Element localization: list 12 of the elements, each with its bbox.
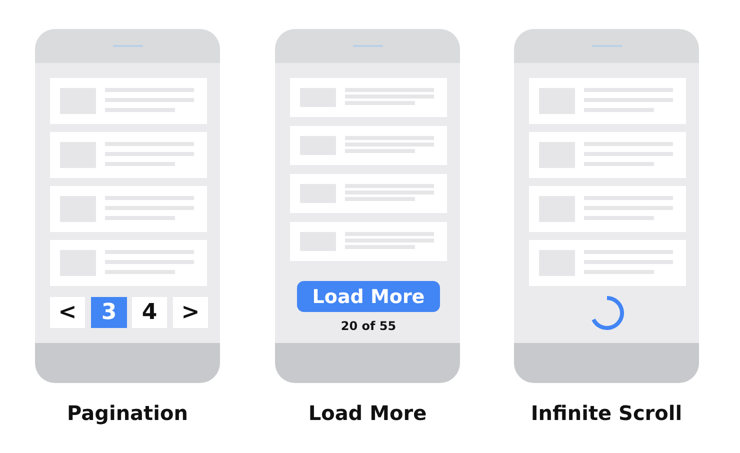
page-button: 4 xyxy=(132,297,167,328)
page-button: > xyxy=(173,297,208,328)
phone-mockup xyxy=(35,29,220,383)
phone-label: Load More xyxy=(307,401,428,425)
phone-mockup xyxy=(514,29,699,383)
current-page-button: 3 xyxy=(91,297,127,328)
phone-label: Infinite Scroll xyxy=(530,401,684,425)
phone-label: Pagination xyxy=(66,401,189,425)
item-count-text: 20 of 55 xyxy=(340,319,398,333)
load-more-button: Load More xyxy=(297,281,440,312)
phone-mockup xyxy=(275,29,460,383)
page-button: < xyxy=(50,297,85,328)
